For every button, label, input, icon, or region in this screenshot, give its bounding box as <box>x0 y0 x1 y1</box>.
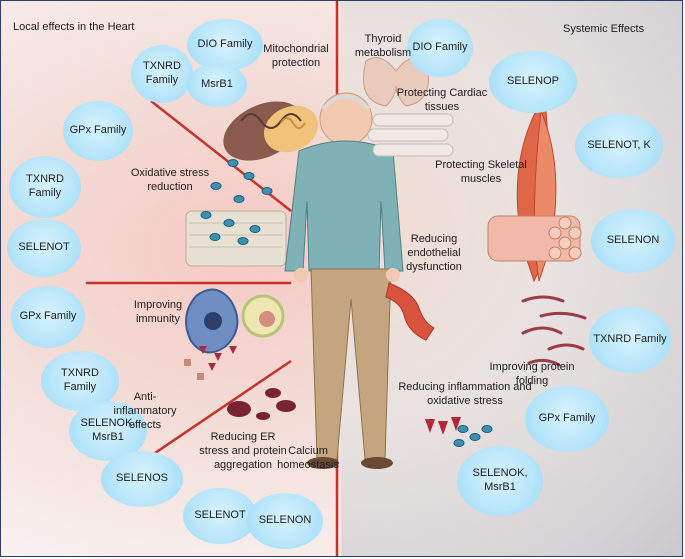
inflammation-markers-icon <box>425 417 493 447</box>
ros-droplets-icon <box>200 159 273 245</box>
skeletal-muscle-icon <box>487 110 582 283</box>
label-reducing-inflammation-oxidative: Reducing inflammation and oxidative stre… <box>398 381 532 407</box>
cytokine-markers-icon <box>184 346 237 380</box>
bubble-dio-family-right: DIO Family <box>407 19 473 77</box>
label-oxidative-stress-reduction: Oxidative stress reduction <box>130 167 210 193</box>
bubble-selenok-msrb1-right: SELENOK, MsrB1 <box>457 446 543 516</box>
bubble-gpx-family-upper: GPx Family <box>63 101 133 161</box>
label-reducing-endothelial-dysfunction: Reducing endothelial dysfunction <box>406 233 462 273</box>
label-reducing-er-stress: Reducing ER stress and protein aggregati… <box>199 431 287 471</box>
label-protecting-skeletal-muscles: Protecting Skeletal muscles <box>435 159 527 185</box>
tissue-layers-icon <box>185 210 287 267</box>
elderly-man-figure <box>284 92 404 469</box>
thyroid-gland-icon <box>363 57 429 107</box>
immune-cells-icon <box>185 288 285 354</box>
label-improving-immunity: Improving immunity <box>133 299 183 325</box>
bubble-gpx-family-right: GPx Family <box>525 386 609 452</box>
label-improving-protein-folding: Improving protein folding <box>489 361 575 387</box>
local-effects-heading: Local effects in the Heart <box>13 21 135 33</box>
cardiac-tissue-icon <box>367 113 454 157</box>
systemic-effects-heading: Systemic Effects <box>563 23 645 35</box>
bubble-msrb1-top: MsrB1 <box>187 63 247 107</box>
protein-aggregates-icon <box>227 388 296 420</box>
bubble-selenos: SELENOS <box>101 451 183 507</box>
bubble-selenon-bottom: SELENON <box>247 493 323 549</box>
bubble-selenon-right: SELENON <box>591 209 675 273</box>
bubble-txnrd-family-right: TXNRD Family <box>589 307 671 373</box>
bubble-selenot-bottom: SELENOT <box>183 488 257 544</box>
bubble-selenop: SELENOP <box>489 51 577 113</box>
label-anti-inflammatory-effects: Anti-inflammatory effects <box>113 391 177 431</box>
label-calcium-homeostasis: Calcium homeostasis <box>277 445 339 471</box>
bubble-txnrd-family-lower: TXNRD Family <box>41 351 119 411</box>
bubble-selenot-k: SELENOT, K <box>575 114 663 178</box>
label-thyroid-metabolism: Thyroid metabolism <box>354 33 412 59</box>
label-mitochondrial-protection: Mitochondrial protection <box>263 43 329 69</box>
bubble-txnrd-family-top: TXNRD Family <box>131 45 193 103</box>
label-protecting-cardiac-tissues: Protecting Cardiac tissues <box>396 87 488 113</box>
bubble-dio-family-left: DIO Family <box>187 19 263 71</box>
blood-vessel-icon <box>385 282 435 341</box>
protein-strands-icon <box>521 295 587 367</box>
bubble-selenot-left: SELENOT <box>7 219 81 277</box>
bubble-gpx-family-lower: GPx Family <box>11 286 85 348</box>
mitochondria-icon <box>223 101 319 161</box>
bubble-txnrd-family-upper: TXNRD Family <box>9 156 81 218</box>
